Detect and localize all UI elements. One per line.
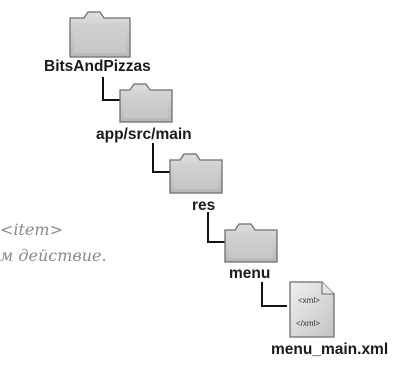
- folder-label-root: BitsAndPizzas: [44, 58, 151, 75]
- annotation-note-line1: <item>: [0, 220, 63, 239]
- tree-connector: [102, 77, 125, 101]
- folder-label-res: res: [192, 197, 216, 214]
- folder-label-menu: menu: [229, 265, 271, 282]
- xml-close-tag: </xml>: [296, 319, 320, 328]
- file-label-menu-main-xml: menu_main.xml: [271, 341, 389, 358]
- tree-connector: [261, 282, 287, 307]
- folder-icon: [119, 83, 173, 123]
- tree-connector: [152, 143, 175, 173]
- xml-file-icon: <xml> </xml>: [289, 281, 335, 338]
- xml-open-tag: <xml>: [298, 296, 320, 305]
- folder-icon: [69, 11, 131, 58]
- annotation-note-line2: м действие.: [0, 246, 107, 265]
- folder-icon: [169, 153, 223, 194]
- folder-icon: [224, 223, 278, 263]
- tree-connector: [207, 212, 230, 243]
- folder-label-app-src-main: app/src/main: [96, 126, 192, 143]
